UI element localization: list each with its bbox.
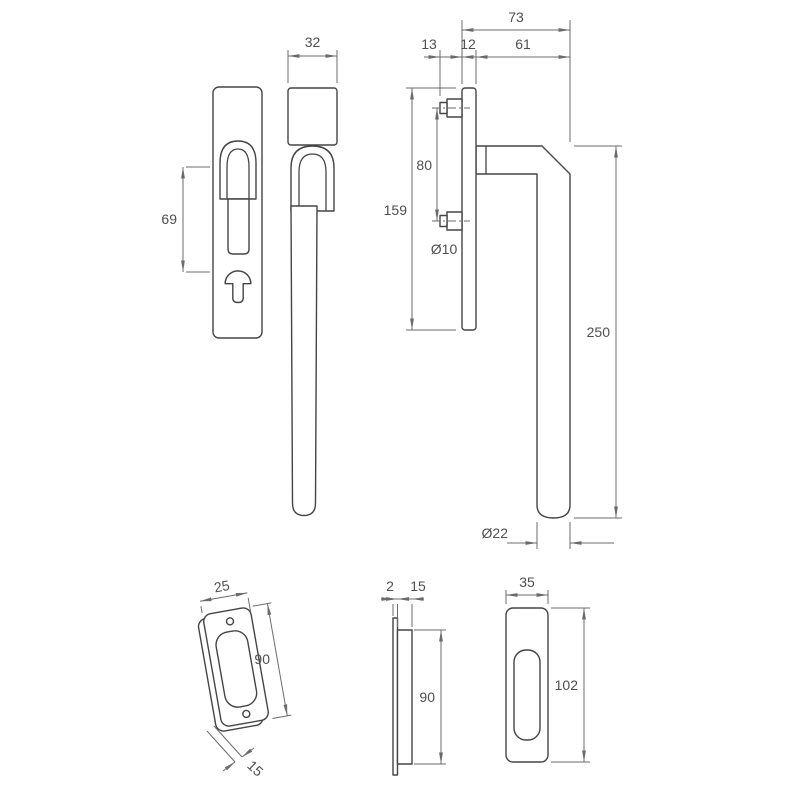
dim-label-d22: Ø22 (482, 525, 509, 541)
dim-cup-height: 90 (414, 629, 446, 765)
pull-recess-front (513, 649, 541, 741)
edge-view-flush-pull (392, 617, 413, 776)
dim-label-2: 2 (386, 578, 394, 594)
grip-bar (290, 205, 318, 517)
dim-label-90-small: 90 (254, 651, 270, 667)
side-view-lever-handle (287, 87, 338, 517)
dim-face-thickness-and-cup-depth: 2 15 (381, 578, 426, 627)
dim-total-projection: 73 (461, 9, 571, 142)
handle-neck (227, 198, 250, 255)
dim-label-15-cup: 15 (410, 578, 426, 594)
dim-label-159: 159 (384, 202, 408, 218)
screw-hole-bottom (242, 709, 251, 719)
hub-inner (298, 153, 327, 211)
plate-top-outline (287, 87, 338, 146)
dim-pull-width: 35 (505, 574, 549, 604)
dim-pz-distance: 69 (161, 166, 210, 273)
dim-label-80: 80 (416, 157, 432, 173)
dim-label-69: 69 (161, 211, 177, 227)
dim-label-25: 25 (213, 577, 231, 595)
dim-label-90-cup: 90 (419, 689, 435, 705)
dim-label-13: 13 (421, 36, 437, 52)
dim-pull-small-height: 90 (254, 651, 270, 667)
handle-hub-outer (219, 140, 257, 200)
dim-label-73: 73 (508, 9, 524, 25)
dim-label-35: 35 (519, 574, 535, 590)
dim-fixing-centres: 80 (416, 108, 439, 221)
dim-label-102: 102 (555, 677, 579, 693)
pull-recess (215, 630, 258, 708)
screw-hole-top (225, 617, 235, 626)
handle-hub-inner (226, 148, 250, 199)
dim-grip-plate-width: 32 (287, 34, 338, 83)
dim-pull-small-width: 25 (199, 577, 252, 614)
dim-label-12: 12 (460, 36, 476, 52)
front-view-long-plate (212, 86, 263, 339)
dim-label-61: 61 (515, 36, 531, 52)
dim-label-250: 250 (587, 324, 611, 340)
dim-lug-plate-projection-chain: 13 12 61 (421, 36, 570, 96)
dim-rose-length: 159 (384, 87, 456, 331)
dim-pull-small-height-lines (252, 602, 292, 719)
profile-view-rose-and-handle (432, 87, 571, 519)
rose-plate-edge (461, 87, 477, 331)
dim-handle-length: 250 (574, 145, 622, 519)
dim-label-d10: Ø10 (431, 241, 458, 257)
euro-cylinder-cutout (224, 270, 252, 304)
front-view-flush-pull (505, 607, 549, 763)
label-spindle-diameter: Ø10 (431, 241, 458, 257)
dim-pull-small-depth: 15 (206, 725, 267, 780)
hub-outer (290, 145, 335, 212)
dim-grip-diameter: Ø22 (482, 522, 614, 549)
handle-profile (475, 145, 571, 519)
oblique-view-flush-pull-small: 25 (197, 577, 292, 732)
dim-label-32: 32 (305, 34, 321, 50)
dim-label-15-depth: 15 (244, 757, 266, 779)
dim-pull-height: 102 (551, 607, 590, 763)
pull-cup-edge (396, 629, 413, 765)
